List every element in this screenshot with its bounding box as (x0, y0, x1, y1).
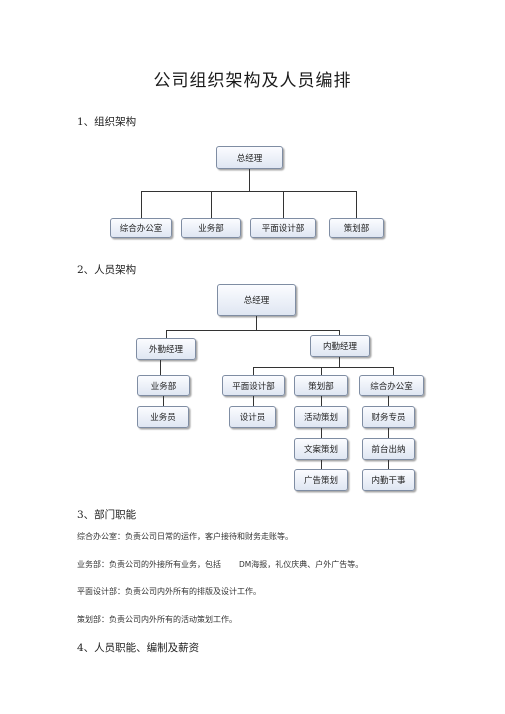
staff-box-office-manager: 内勤经理 (310, 335, 370, 357)
section-heading-staff-duties: 4、人员职能、编制及薪资 (77, 642, 200, 654)
org-box-general-office: 综合办公室 (110, 218, 172, 238)
staff-box-cashier: 前台出纳 (362, 438, 415, 460)
staff-box-event-planner: 活动策划 (294, 406, 348, 428)
section-heading-dept-functions: 3、部门职能 (77, 509, 137, 521)
staff-box-field-manager: 外勤经理 (136, 338, 196, 360)
staff-box-design-dept: 平面设计部 (222, 375, 285, 396)
staff-box-ad-planner: 广告策划 (294, 469, 348, 491)
section-heading-org-structure: 1、组织架构 (77, 116, 137, 128)
staff-box-designer: 设计员 (229, 406, 276, 428)
org-box-design-dept: 平面设计部 (250, 218, 316, 238)
duty-business-dm: DM (239, 560, 252, 569)
duty-planning-dept: 策划部：负责公司内外所有的活动策划工作。 (77, 615, 237, 624)
page-title: 公司组织架构及人员编排 (153, 71, 352, 91)
duty-business-dept: 业务部：负责公司的外接所有业务，包括 DM海报，礼仪庆典、户外广告等。 (77, 559, 363, 570)
staff-box-salesperson: 业务员 (137, 406, 189, 428)
staff-box-general-office: 综合办公室 (359, 375, 424, 396)
org-box-general-manager: 总经理 (216, 146, 283, 169)
section-heading-staff-structure: 2、人员架构 (77, 264, 137, 276)
staff-box-finance-officer: 财务专员 (362, 406, 415, 428)
duty-general-office: 综合办公室：负责公司日常的运作，客户接待和财务走账等。 (77, 532, 293, 541)
staff-box-business-dept: 业务部 (137, 375, 190, 396)
staff-box-copywriter: 文案策划 (294, 438, 348, 460)
staff-box-planning-dept: 策划部 (294, 375, 348, 396)
staff-box-general-manager: 总经理 (217, 284, 296, 316)
staff-box-office-clerk: 内勤干事 (362, 469, 415, 491)
org-box-business-dept: 业务部 (181, 218, 241, 238)
org-box-planning-dept: 策划部 (329, 218, 384, 238)
duty-business-text-start: 业务部：负责公司的外接所有业务，包括 (77, 560, 221, 569)
duty-design-dept: 平面设计部：负责公司内外所有的排版及设计工作。 (77, 587, 261, 596)
duty-business-text-end: 海报，礼仪庆典、户外广告等。 (251, 560, 364, 569)
